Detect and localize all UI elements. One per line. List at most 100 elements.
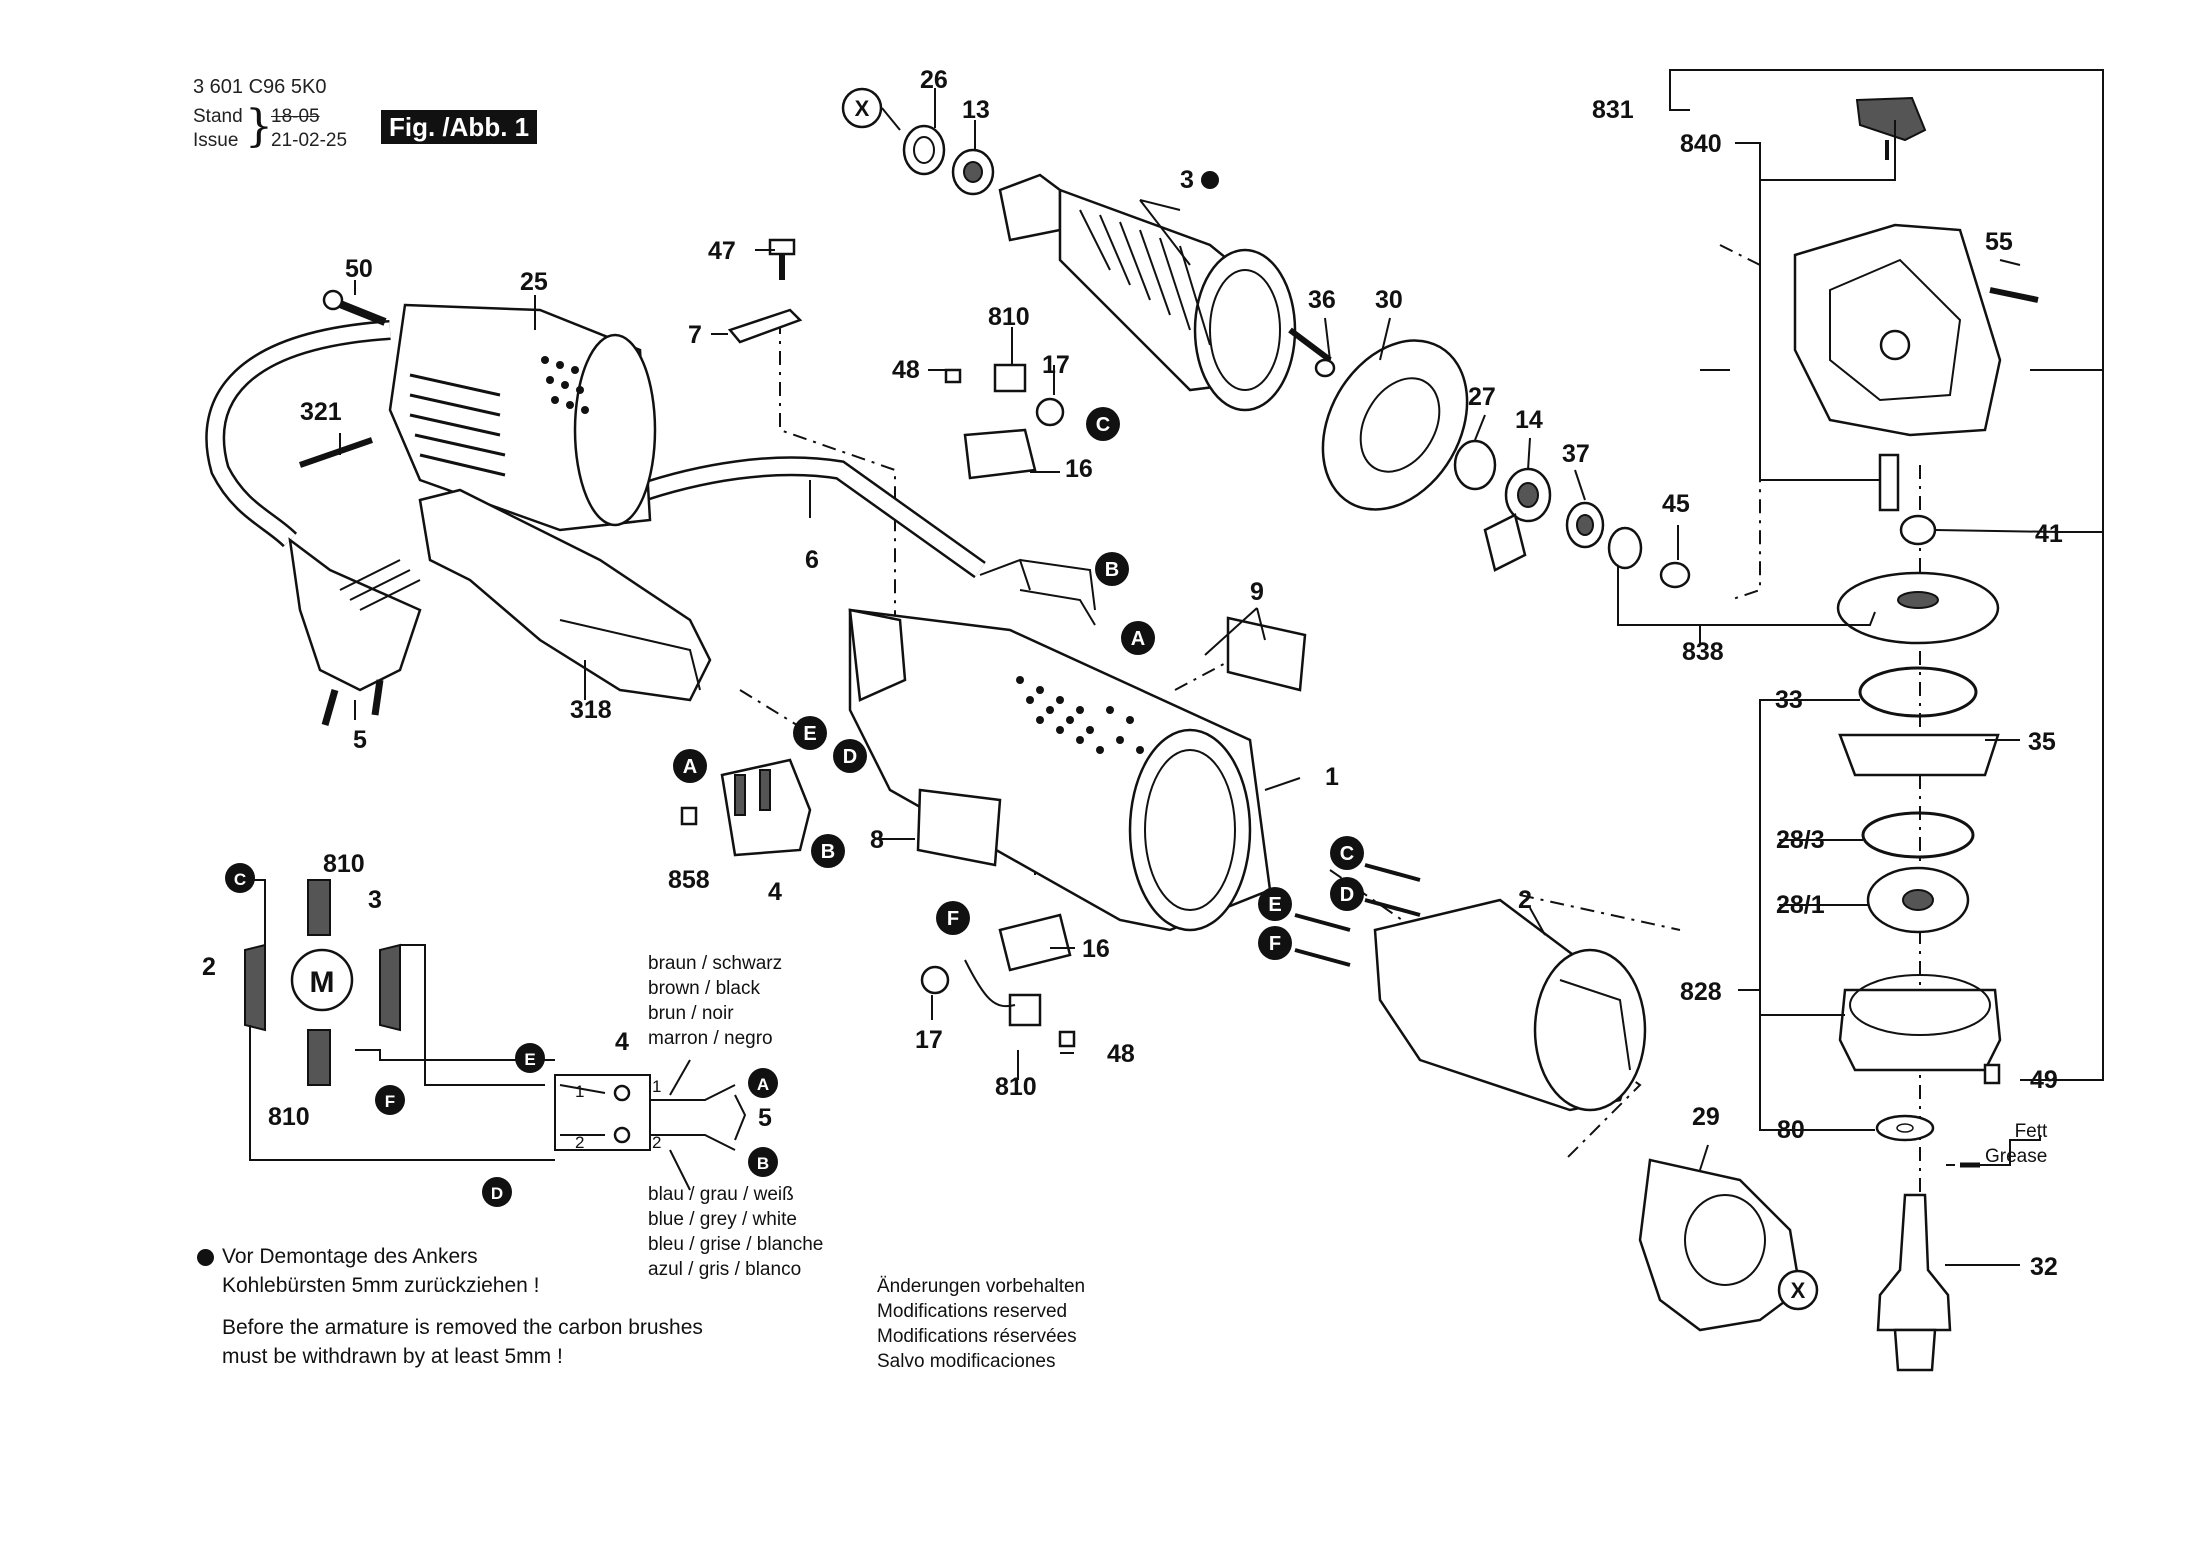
armature-bullet-marker — [1201, 171, 1219, 189]
modifications-line: Salvo modificaciones — [877, 1351, 1056, 1372]
svg-text:2: 2 — [652, 1133, 661, 1152]
part-label: 321 — [300, 398, 342, 426]
part-label: 48 — [892, 356, 920, 384]
gasket-33 — [1858, 666, 1978, 718]
part-label: 29 — [1692, 1103, 1720, 1131]
note-line: must be withdrawn by at least 5mm ! — [222, 1345, 563, 1368]
connector-a2: A — [673, 749, 707, 783]
svg-text:D: D — [491, 1184, 503, 1203]
motor-housing-1 — [848, 608, 1272, 932]
wire-color-line: azul / gris / blanco — [648, 1259, 802, 1280]
part-label: 2 — [202, 953, 216, 981]
part-label: 7 — [688, 321, 702, 349]
part-label: 35 — [2028, 728, 2056, 756]
part-label: 8 — [870, 826, 884, 854]
issue-date: 21-02-25 — [271, 130, 348, 151]
brush-assembly-top — [944, 363, 1065, 480]
part-label: 47 — [708, 237, 736, 265]
note-line: Vor Demontage des Ankers — [222, 1245, 478, 1268]
part-label: 810 — [323, 850, 365, 878]
part-label: 37 — [1562, 440, 1590, 468]
svg-text:B: B — [757, 1154, 769, 1173]
note-english: Before the armature is removed the carbo… — [222, 1313, 703, 1371]
plate-7 — [727, 308, 803, 344]
bearing-13 — [951, 148, 995, 196]
svg-text:F: F — [1269, 933, 1281, 955]
plate-35 — [1838, 733, 2000, 777]
switch-terminal-numbers: 1 1 2 2 — [575, 1077, 661, 1152]
stand-date: 18-05 — [271, 106, 320, 127]
svg-text:A: A — [1131, 628, 1145, 650]
label-plate-9 — [1226, 616, 1307, 692]
part-label: 49 — [2030, 1066, 2058, 1094]
note-german: Vor Demontage des Ankers Kohlebürsten 5m… — [222, 1242, 540, 1300]
part-number-labels: 50 25 321 5 318 6 47 7 26 13 3 810 48 17… — [202, 66, 2063, 1281]
connector-d-schem: D — [482, 1177, 512, 1207]
svg-text:B: B — [1105, 559, 1119, 581]
drawing-code: 3 601 C96 5K0 — [193, 76, 327, 98]
modifications-line: Modifications réservées — [877, 1326, 1077, 1347]
part-label: 16 — [1065, 455, 1093, 483]
svg-text:B: B — [821, 841, 835, 863]
motor-symbol-m: M — [310, 966, 335, 999]
part-label: 2 — [1518, 886, 1532, 914]
bearing-14 — [1504, 467, 1552, 523]
connector-f: F — [936, 901, 970, 935]
connector-a: A — [1121, 621, 1155, 655]
circlip-28-3 — [1861, 811, 1975, 859]
part-label: 810 — [268, 1103, 310, 1131]
part-label: 3 — [368, 886, 382, 914]
svg-text:C: C — [234, 870, 246, 889]
wire-color-line: blau / grau / weiß — [648, 1184, 794, 1205]
svg-text:2: 2 — [575, 1133, 584, 1152]
rear-housing-25 — [388, 303, 657, 532]
ring-27 — [1453, 439, 1497, 491]
cable-6 — [616, 456, 986, 579]
part-label: 4 — [615, 1028, 629, 1056]
connector-x-top: X — [841, 87, 883, 129]
part-label: 27 — [1468, 383, 1496, 411]
label-plate-8 — [916, 788, 1002, 867]
connector-e2: E — [1258, 887, 1292, 921]
svg-text:A: A — [683, 756, 697, 778]
part-label: 828 — [1680, 978, 1722, 1006]
svg-text:X: X — [855, 96, 870, 121]
part-label: 33 — [1775, 686, 1803, 714]
part-label: 26 — [920, 66, 948, 94]
connector-c-schem: C — [225, 863, 255, 893]
part-label: 810 — [995, 1073, 1037, 1101]
bearing-28-1 — [1866, 866, 1970, 934]
part-label: 5 — [758, 1104, 772, 1132]
part-label: 30 — [1375, 286, 1403, 314]
part-label: 14 — [1515, 406, 1543, 434]
modifications-notice: Änderungen vorbehalten Modifications res… — [877, 1274, 1085, 1374]
svg-text:E: E — [524, 1050, 535, 1069]
ring-37 — [1565, 501, 1605, 549]
svg-text:1: 1 — [652, 1077, 661, 1096]
wire-color-line: blue / grey / white — [648, 1209, 797, 1230]
issue-label: Issue — [193, 130, 239, 151]
field-stator-2 — [1373, 898, 1647, 1112]
wire-color-line: brown / black — [648, 978, 760, 999]
svg-text:1: 1 — [575, 1082, 584, 1101]
part-label: 5 — [353, 726, 367, 754]
part-label: 858 — [668, 866, 710, 894]
connector-c: C — [1086, 407, 1120, 441]
svg-text:A: A — [757, 1075, 769, 1094]
bearing-flange-828 — [1838, 974, 2002, 1072]
modifications-line: Modifications reserved — [877, 1301, 1068, 1322]
svg-text:X: X — [1791, 1278, 1806, 1303]
spindle-32 — [1876, 1193, 1952, 1372]
ring-26 — [902, 124, 946, 176]
part-label: 6 — [805, 546, 819, 574]
terminal-pins — [1294, 863, 1421, 967]
wire-clips — [979, 558, 1096, 626]
part-label: 28/3 — [1776, 826, 1825, 854]
switch-lever-318 — [418, 488, 712, 702]
svg-text:C: C — [1096, 414, 1110, 436]
connector-e: E — [793, 716, 827, 750]
note-line: Kohlebürsten 5mm zurückziehen ! — [222, 1274, 540, 1297]
connector-c2: C — [1330, 836, 1364, 870]
leader-lines — [339, 69, 2104, 1266]
connector-e-schem: E — [515, 1043, 545, 1073]
